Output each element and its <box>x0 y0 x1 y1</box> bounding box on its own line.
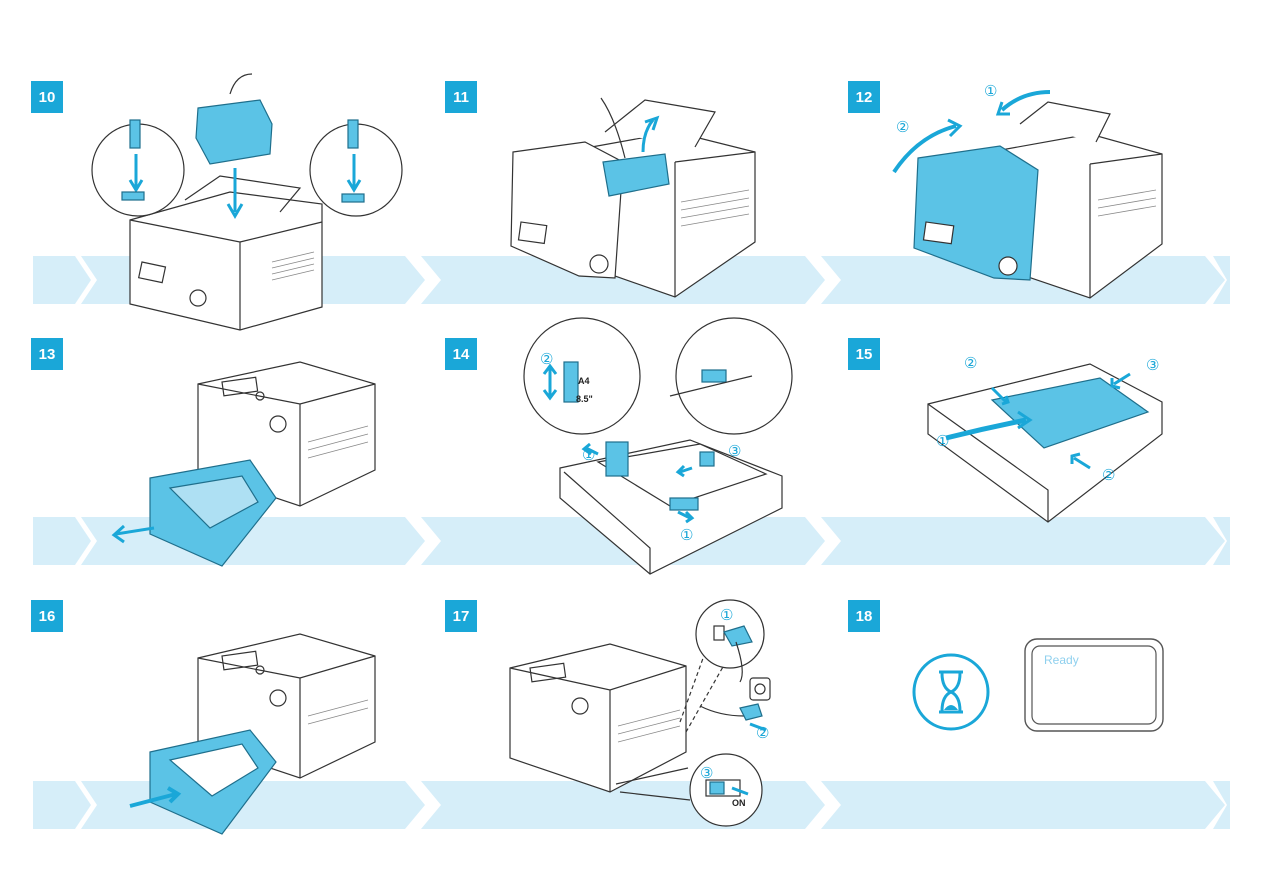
step-badge-14: 14 <box>445 338 477 370</box>
size-label-a4: A4 <box>578 376 590 386</box>
callout-2: ② <box>964 355 977 372</box>
step-17-labels: ① ② ③ ON <box>700 607 769 808</box>
step-17-illustration <box>500 596 780 827</box>
step-12-illustration <box>890 80 1170 302</box>
hourglass-icon <box>911 652 991 732</box>
step-14-labels: ② A4 8.5" ① ③ ① <box>540 351 741 544</box>
step-15-illustration <box>922 350 1172 523</box>
callout-2: ② <box>896 119 909 136</box>
callout-1: ① <box>582 447 595 464</box>
step-badge-11: 11 <box>445 81 477 113</box>
step-14-illustration <box>520 312 795 580</box>
step-badge-12: 12 <box>848 81 880 113</box>
step-10-illustration <box>90 72 410 334</box>
step-badge-16: 16 <box>31 600 63 632</box>
callout-1: ① <box>984 83 997 100</box>
callout-3: ③ <box>728 443 741 460</box>
step-badge-17: 17 <box>445 600 477 632</box>
step-12-callouts: ② ① <box>896 83 997 136</box>
callout-1: ① <box>720 607 733 624</box>
step-16-illustration <box>120 612 380 838</box>
lcd-panel <box>1024 638 1164 732</box>
callout-2: ② <box>540 351 553 368</box>
step-badge-15: 15 <box>848 338 880 370</box>
step-band-row-2 <box>33 517 1230 565</box>
callout-3: ③ <box>1146 357 1159 374</box>
callout-1b: ① <box>680 527 693 544</box>
step-badge-10: 10 <box>31 81 63 113</box>
switch-on-label: ON <box>732 798 746 808</box>
step-badge-18: 18 <box>848 600 880 632</box>
step-11-illustration <box>505 92 765 300</box>
step-13-illustration <box>110 338 385 568</box>
callout-2b: ② <box>1102 467 1115 484</box>
status-text: Ready <box>1044 653 1079 667</box>
size-label-letter: 8.5" <box>576 394 593 404</box>
step-badge-13: 13 <box>31 338 63 370</box>
step-15-callouts: ② ③ ① ② <box>936 355 1159 484</box>
callout-2: ② <box>756 725 769 742</box>
callout-3: ③ <box>700 765 713 782</box>
callout-1: ① <box>936 433 949 450</box>
